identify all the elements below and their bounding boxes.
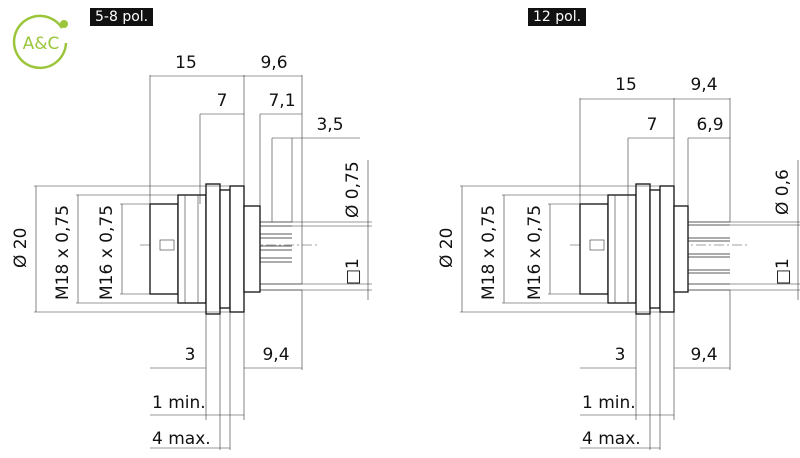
right-dim-6-9: 6,9 — [696, 115, 723, 135]
right-drawing — [460, 98, 800, 450]
left-outer-diameter: Ø 20 — [11, 228, 31, 268]
right-dim-15: 15 — [615, 75, 637, 95]
right-dim-min: 1 min. — [582, 393, 636, 413]
left-dim-min: 1 min. — [152, 393, 206, 413]
right-dim-9-4-top: 9,4 — [690, 75, 717, 95]
right-flange — [635, 183, 651, 315]
left-dim-7: 7 — [217, 91, 228, 111]
right-thread-body — [607, 194, 637, 304]
right-nut — [649, 189, 661, 309]
right-dim-3: 3 — [615, 345, 626, 365]
right-outer-diameter: Ø 20 — [437, 228, 457, 268]
left-dim-max: 4 max. — [152, 429, 211, 449]
left-thread-m18: M18 x 0,75 — [53, 205, 73, 300]
left-dim-15: 15 — [175, 53, 197, 73]
left-rear-flange — [229, 185, 245, 313]
left-drawing — [34, 75, 372, 450]
right-pin-holder — [673, 205, 689, 293]
left-thread-m16: M16 x 0,75 — [97, 205, 117, 300]
right-thread-m18: M18 x 0,75 — [479, 205, 499, 300]
left-pin-holder — [243, 205, 261, 293]
left-thread-body — [177, 194, 207, 304]
left-square-dim: □1 — [343, 258, 363, 285]
right-rear-flange — [659, 185, 675, 313]
company-logo: A&C — [12, 14, 70, 72]
logo-text: A&C — [23, 34, 60, 54]
left-dim-9-6: 9,6 — [260, 53, 287, 73]
right-square-dim: □1 — [773, 258, 793, 285]
right-thread-m16: M16 x 0,75 — [525, 205, 545, 300]
left-dim-9-4: 9,4 — [262, 345, 289, 365]
left-front-body — [149, 203, 179, 295]
left-nut — [219, 189, 231, 309]
right-front-body — [579, 203, 609, 295]
right-pin-diameter: Ø 0,6 — [773, 169, 793, 215]
left-dim-7-1: 7,1 — [268, 91, 295, 111]
right-dim-9-4: 9,4 — [690, 345, 717, 365]
left-dim-3-5: 3,5 — [316, 115, 343, 135]
right-dim-7: 7 — [647, 115, 658, 135]
left-view-title: 5-8 pol. — [90, 8, 154, 26]
left-pin-diameter: Ø 0,75 — [343, 161, 363, 218]
left-flange — [205, 183, 221, 315]
right-dim-max: 4 max. — [582, 429, 641, 449]
right-view-title: 12 pol. — [528, 8, 587, 26]
left-dim-3: 3 — [185, 345, 196, 365]
